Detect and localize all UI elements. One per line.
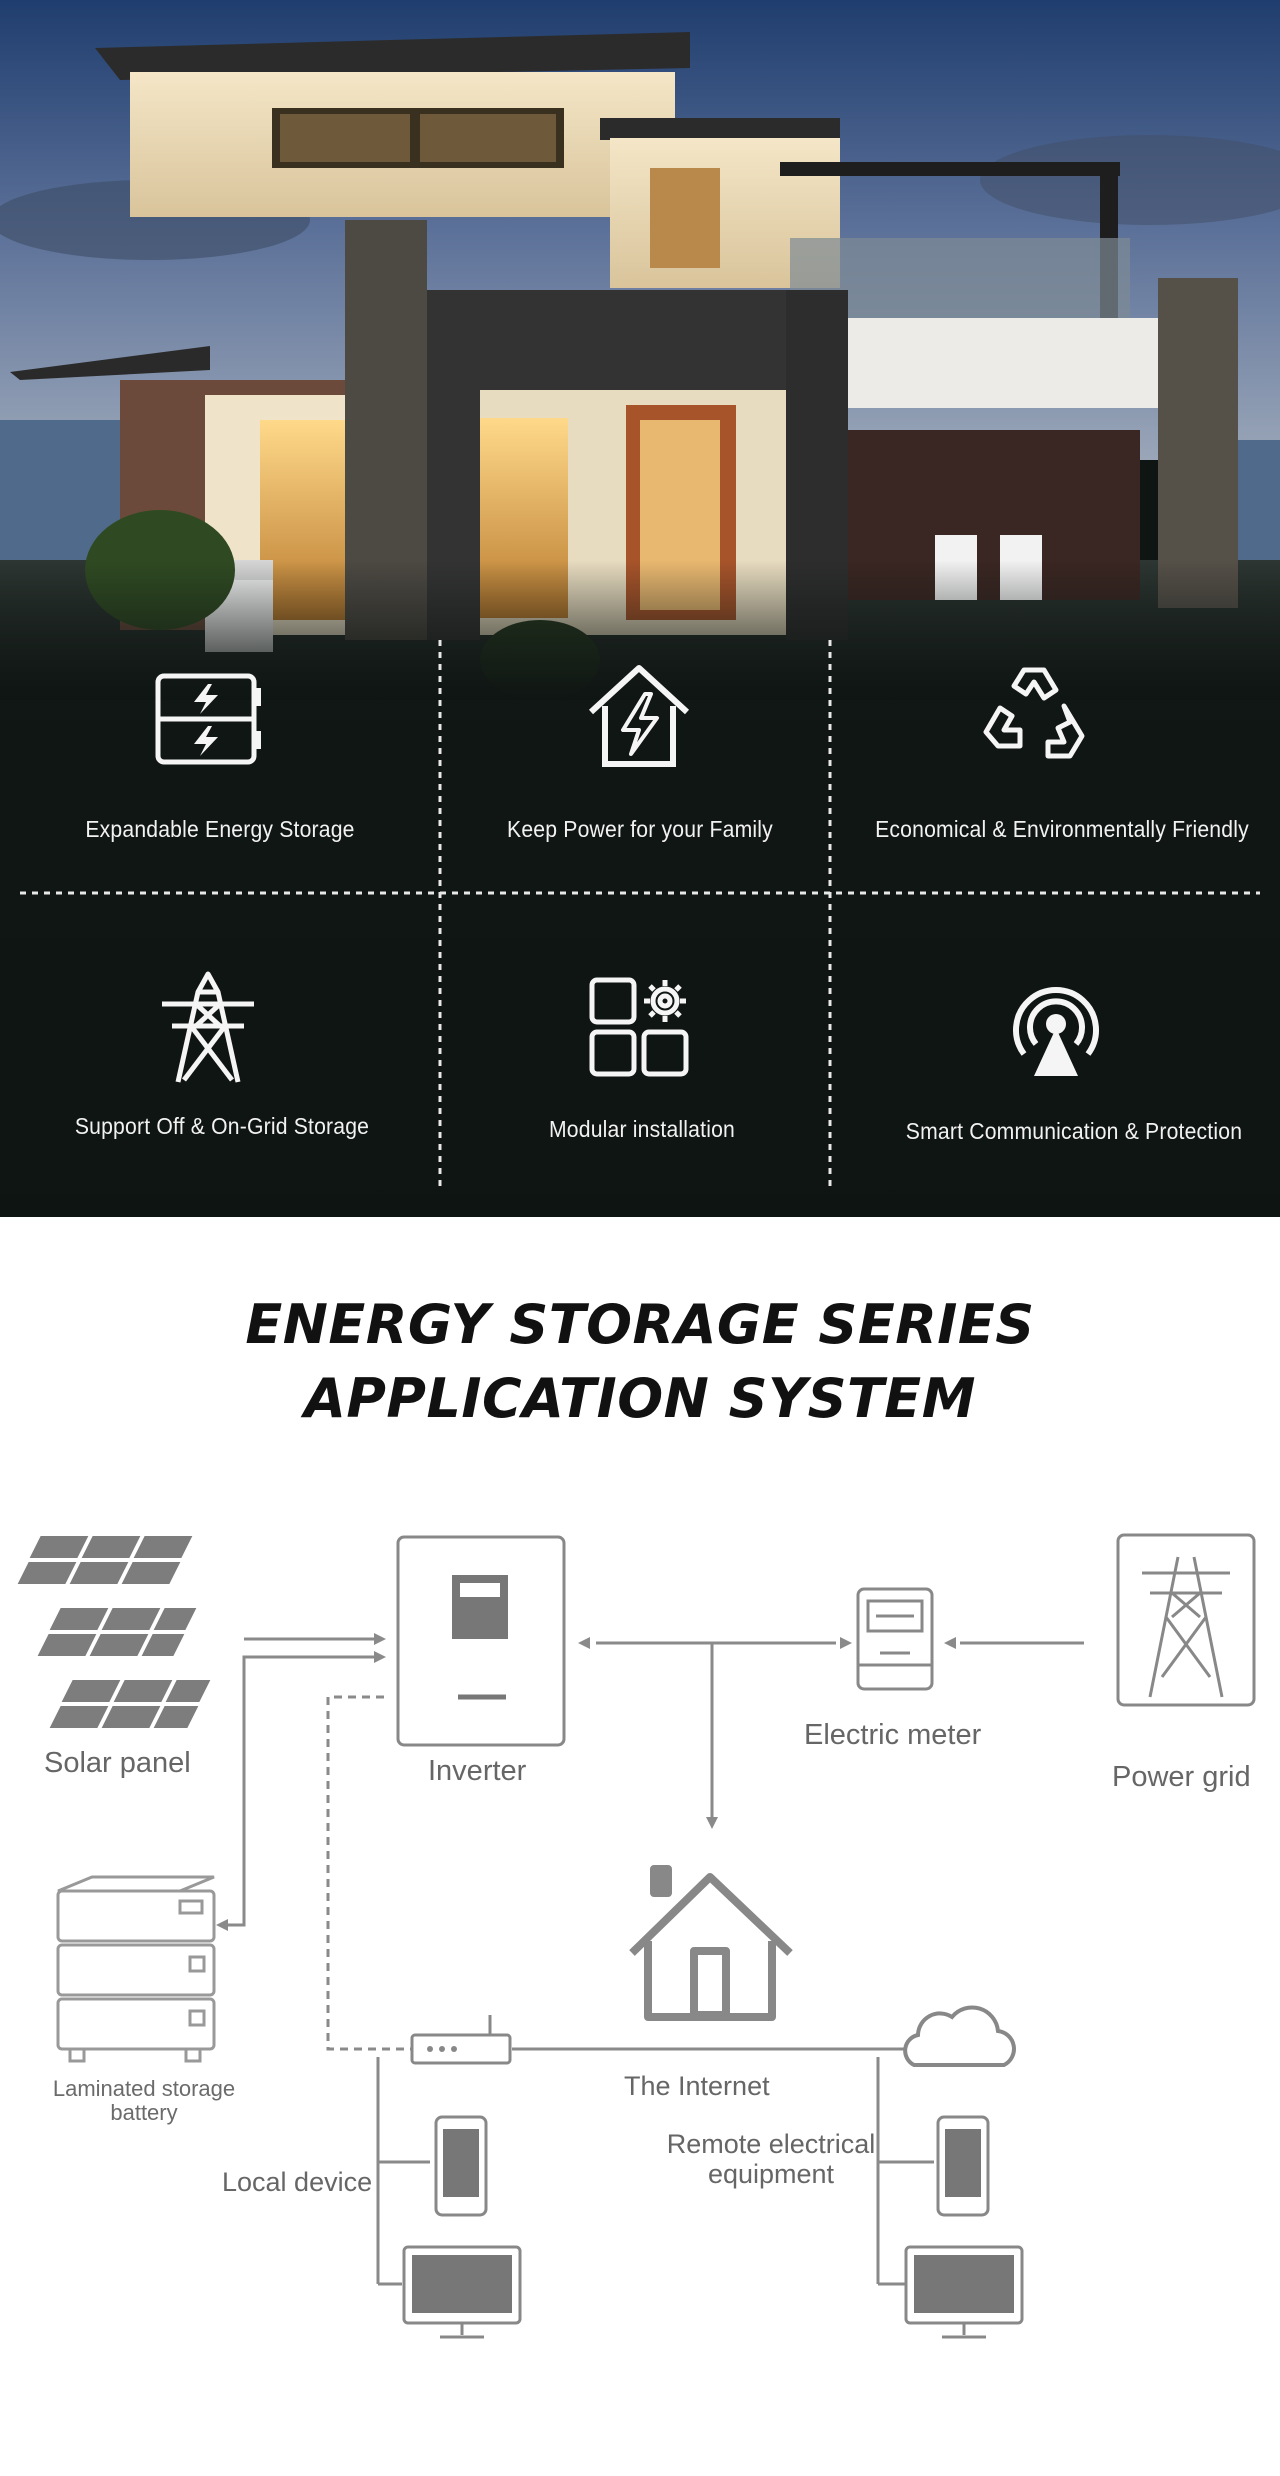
recycle-icon <box>983 667 1085 759</box>
remote-monitor-icon <box>904 2245 1024 2339</box>
local-device-label: Local device <box>222 2167 373 2197</box>
remote-label-line1: Remote electrical <box>666 2129 876 2159</box>
inverter-label: Inverter <box>428 1755 527 1787</box>
power-grid-label: Power grid <box>1112 1761 1251 1793</box>
modules-gear-icon <box>589 977 689 1077</box>
power-tower-icon <box>162 971 254 1083</box>
system-diagram <box>14 1533 1256 2339</box>
application-system-section: ENERGY STORAGE SERIES APPLICATION SYSTEM <box>0 1217 1280 2476</box>
remote-equipment-label: Remote electrical equipment <box>636 2129 906 2189</box>
hero-section: Expandable Energy Storage Keep Power for… <box>0 0 1280 1217</box>
battery-pack-icon <box>155 673 261 765</box>
local-phone-icon <box>434 2115 488 2217</box>
solar-panel-icon <box>14 1534 214 1730</box>
router-icon <box>410 2015 512 2065</box>
house-bolt-icon <box>588 665 690 767</box>
feature-label-grid-storage: Support Off & On-Grid Storage <box>74 1113 370 1139</box>
electric-meter-icon <box>856 1587 934 1691</box>
feature-label-eco: Economical & Environmentally Friendly <box>875 816 1249 842</box>
internet-label: The Internet <box>624 2071 770 2101</box>
feature-label-modular: Modular installation <box>548 1116 735 1142</box>
cloud-icon <box>903 2005 1016 2067</box>
laminated-battery-icon <box>56 1875 216 2063</box>
battery-label-line2: battery <box>110 2100 178 2125</box>
inverter-icon <box>396 1535 566 1747</box>
diagram-title-line1: ENERGY STORAGE SERIES <box>245 1293 1035 1356</box>
feature-label-expandable: Expandable Energy Storage <box>85 816 355 842</box>
remote-phone-icon <box>936 2115 990 2217</box>
signal-broadcast-icon <box>1013 987 1099 1076</box>
feature-label-smart-comm: Smart Communication & Protection <box>905 1118 1243 1144</box>
feature-label-family-power: Keep Power for your Family <box>507 816 773 842</box>
diagram-title-line2: APPLICATION SYSTEM <box>304 1367 976 1430</box>
remote-label-line2: equipment <box>707 2159 835 2189</box>
battery-label: Laminated storage battery <box>34 2077 254 2125</box>
local-monitor-icon <box>402 2245 522 2339</box>
power-grid-icon <box>1116 1533 1256 1707</box>
electric-meter-label: Electric meter <box>804 1719 982 1751</box>
solar-panel-label: Solar panel <box>44 1747 191 1779</box>
battery-label-line1: Laminated storage <box>52 2076 236 2101</box>
home-icon <box>629 1865 793 2021</box>
